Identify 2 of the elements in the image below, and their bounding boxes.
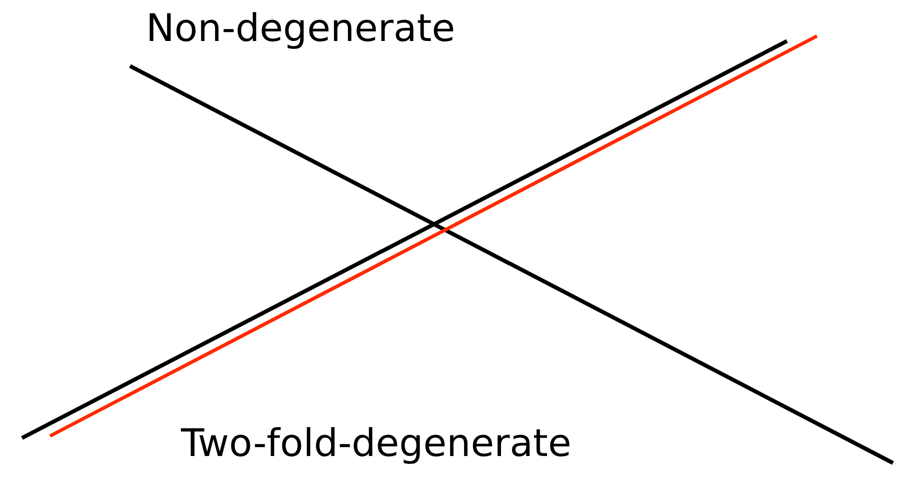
level-label: Non-degenerate [146,5,456,52]
level-label: Two-fold-degenerate [181,420,572,467]
